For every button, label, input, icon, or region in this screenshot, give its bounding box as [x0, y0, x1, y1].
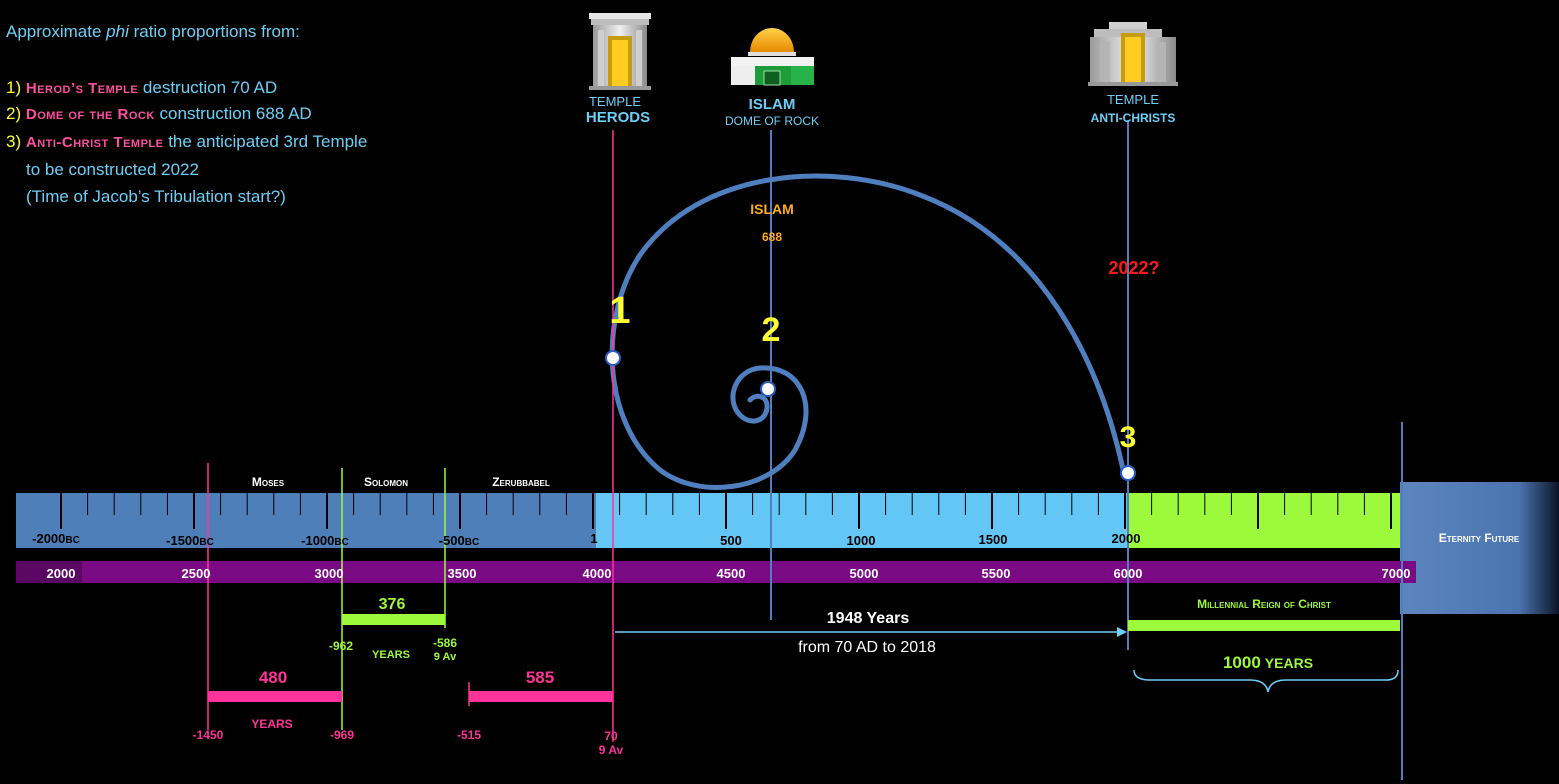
span-376-end-date: 9 Av: [434, 651, 457, 663]
spiral-islam-year: 688: [762, 230, 782, 244]
creation-label-4000: 4000: [583, 566, 612, 581]
marker-number-2: 2: [762, 311, 781, 349]
creation-label-4500: 4500: [717, 566, 746, 581]
creation-label-5000: 5000: [850, 566, 879, 581]
eternity-band: [1400, 482, 1559, 614]
ad-band: [596, 493, 1128, 548]
ad-label-1500: 1500: [979, 532, 1008, 547]
span-376-bar: [342, 614, 445, 625]
span-376-value: 376: [379, 596, 406, 613]
span-480-value: 480: [259, 668, 287, 687]
creation-band-start: [16, 561, 82, 583]
millennium-brace: [1133, 669, 1399, 693]
temple-antichrist-label-1: TEMPLE: [1107, 92, 1159, 107]
marker-circle-1: [605, 350, 621, 366]
millennium-bar: [1128, 620, 1400, 631]
intro-item-2-name: Dome of the Rock: [25, 106, 155, 123]
ad-label-1: 1: [590, 531, 597, 546]
ad-label-2000: 2000: [1112, 531, 1141, 546]
intro-item-2: 2) Dome of the Rock construction 688 AD: [6, 104, 312, 124]
span-585-end: 70: [604, 729, 618, 743]
temple-antichrist-label-2: ANTI-CHRISTS: [1091, 111, 1176, 125]
intro-title: Approximate phi ratio proportions from:: [6, 22, 300, 42]
intro-title-a: Approximate: [6, 22, 107, 41]
eternity-label: Eternity Future: [1439, 531, 1520, 545]
intro-item-1-text: destruction 70 AD: [138, 78, 278, 97]
temple-herods-label-2: HERODS: [586, 109, 650, 126]
temple-herods-icon: [589, 13, 651, 90]
span-376-unit: YEARS: [372, 649, 410, 661]
temple-antichrist-icon: [1088, 22, 1178, 86]
span-585-value: 585: [526, 668, 554, 687]
span-376-start: -962: [329, 639, 353, 653]
span-480-bar: [208, 691, 342, 702]
ad-label-1000: 1000: [847, 533, 876, 548]
ad-label-500: 500: [720, 533, 742, 548]
creation-label-2000: 2000: [47, 566, 76, 581]
creation-label-6000: 6000: [1114, 566, 1143, 581]
marker-number-1: 1: [609, 290, 630, 332]
era-moses: Moses: [252, 475, 285, 489]
span-585-start: -515: [457, 728, 481, 742]
gap-value: 1948 Years: [827, 610, 910, 627]
creation-band: [16, 561, 1416, 583]
creation-label-2500: 2500: [182, 566, 211, 581]
gap-arrowhead-icon: [1117, 627, 1127, 637]
intro-title-phi: phi: [106, 22, 129, 41]
intro-title-b: ratio proportions from:: [128, 22, 300, 41]
span-585-end-date: 9 Av: [599, 743, 624, 757]
millennium-band: [1128, 493, 1400, 548]
intro-item-3-line3: (Time of Jacob’s Tribulation start?): [26, 187, 286, 206]
gap-caption: from 70 AD to 2018: [798, 639, 936, 656]
intro-item-2-number: 2): [6, 104, 22, 123]
creation-label-5500: 5500: [982, 566, 1011, 581]
millennium-label: Millennial Reign of Christ: [1197, 597, 1331, 611]
marker-number-3: 3: [1120, 421, 1137, 454]
bc-label-500: -500BC: [439, 533, 479, 548]
era-zerubbabel: Zerubbabel: [492, 475, 550, 489]
intro-item-3-text: the anticipated 3rd Temple: [163, 132, 368, 151]
bc-label-1000: -1000BC: [301, 533, 349, 548]
intro-item-3-number: 3): [6, 132, 22, 151]
islam-label-1: ISLAM: [749, 96, 796, 113]
future-year-label: 2022?: [1108, 258, 1159, 278]
golden-spiral: [609, 173, 1127, 490]
creation-label-3000: 3000: [315, 566, 344, 581]
span-376-end: -586: [433, 636, 457, 650]
intro-item-3-line2: to be constructed 2022: [26, 160, 199, 179]
spiral-islam-label: ISLAM: [750, 201, 794, 217]
creation-label-7000: 7000: [1382, 566, 1411, 581]
marker-circle-3: [1120, 465, 1136, 481]
intro-item-3: 3) Anti-Christ Temple the anticipated 3r…: [6, 132, 367, 152]
marker-circle-2: [760, 381, 776, 397]
era-solomon: Solomon: [364, 475, 408, 489]
intro-item-1-number: 1): [6, 78, 22, 97]
dome-of-rock-icon: [731, 28, 814, 86]
intro-item-2-text: construction 688 AD: [154, 104, 312, 123]
bc-label-1500: -1500BC: [166, 533, 214, 548]
bc-label-2000: -2000BC: [32, 531, 80, 546]
span-480-unit: YEARS: [251, 717, 292, 731]
intro-item-1-name: Herod’s Temple: [25, 80, 139, 97]
intro-item-3-name: Anti-Christ Temple: [25, 134, 164, 151]
islam-label-2: DOME OF ROCK: [725, 114, 819, 128]
temple-herods-label-1: TEMPLE: [589, 94, 641, 109]
creation-label-3500: 3500: [448, 566, 477, 581]
span-480-start: -1450: [193, 728, 224, 742]
span-480-end: -969: [330, 728, 354, 742]
intro-item-1: 1) Herod’s Temple destruction 70 AD: [6, 78, 277, 98]
tick-marks: [60, 493, 1392, 529]
bc-band: [16, 493, 596, 548]
span-585-bar: [469, 691, 613, 702]
